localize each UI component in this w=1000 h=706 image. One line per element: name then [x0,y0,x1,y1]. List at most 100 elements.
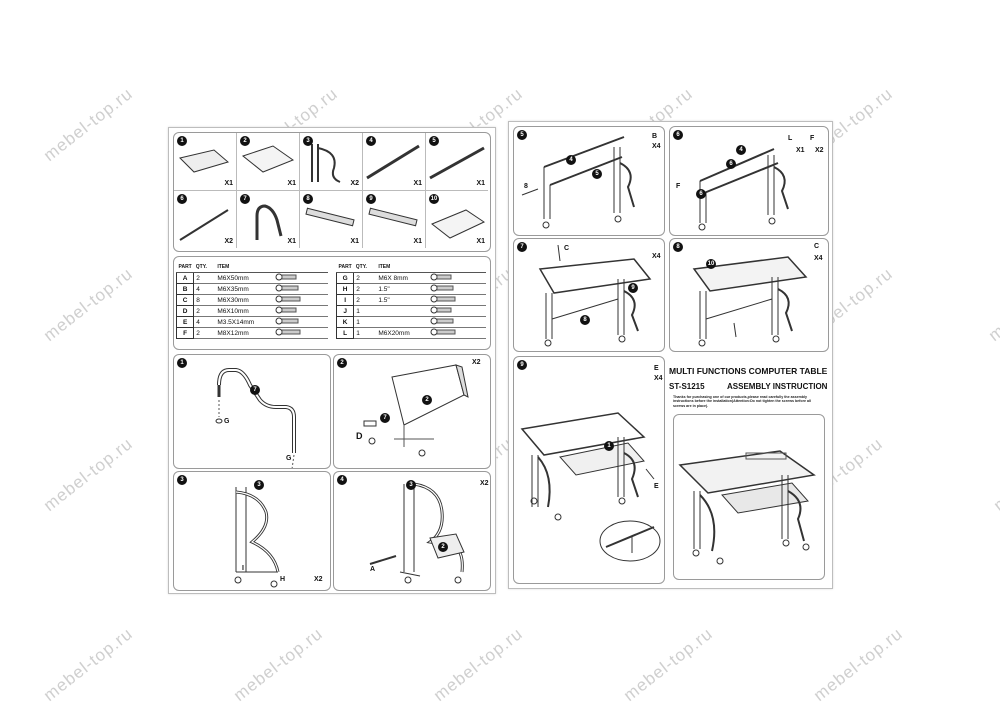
hardware-icon [430,273,452,281]
step-2-panel: 2 X2 2 7 D [333,354,491,469]
step-5-panel: 5 X4 4 5 B 8 [513,126,665,236]
hardware-icon [430,284,454,292]
component-quantity: X1 [287,180,296,187]
step-number: 6 [673,130,683,140]
step-number: 9 [517,360,527,370]
step-1-panel: 1 7 G G [173,354,331,469]
watermark-text: mebel-top.ru [430,623,527,705]
instruction-note: Thanks for purchasing one of our product… [673,395,811,408]
component-number: 7 [240,194,250,204]
part-callout: A [370,566,376,573]
part-code: C [175,294,195,306]
part-item: M3.5X14mm [215,316,274,328]
part-qty: 1 [353,316,377,328]
hardware-icon [430,295,456,303]
part-item: 1.5" [376,283,430,295]
hardware-icon [430,317,454,325]
component-illustration [429,146,485,180]
part-code: A [175,272,195,284]
watermark-text: mebel-top.ru [40,433,137,515]
component-illustration [179,209,229,241]
quantity-label: X2 [472,359,481,366]
quantity-label: X2 [815,147,824,154]
component-quantity: X1 [476,238,485,245]
part-callout: I [242,565,244,572]
part-qty: 4 [193,283,216,295]
part-code: F [175,327,195,339]
component-quantity: X2 [224,238,233,245]
component-number: 3 [303,136,313,146]
step-number: 7 [517,242,527,252]
step-number: 5 [517,130,527,140]
watermark-text: mebel-top.ru [620,623,717,705]
part-code: I [335,294,355,306]
step-8-illustration [692,256,808,347]
part-qty: 2 [353,294,377,306]
step-9-illustration [520,412,661,562]
component-number: 10 [429,194,439,204]
component-illustration [255,204,283,240]
part-code: J [335,305,355,317]
col-header-qty: QTY. [193,261,216,273]
step-5-illustration [521,136,635,229]
step-number: 8 [673,242,683,252]
watermark-text: mebel-top.ru [40,263,137,345]
part-callout: H [280,576,286,583]
instruction-sheet-right: 5 X4 4 5 B 8 6 X1 X2 4 6 [508,121,833,589]
part-qty: 2 [193,305,216,317]
part-callout: B [652,133,658,140]
component-quantity: X1 [413,180,422,187]
component-number: 5 [429,136,439,146]
quantity-label: X4 [654,375,663,382]
component-number: 1 [177,136,187,146]
component-illustration [368,207,418,227]
part-callout: E [654,483,659,490]
step-4-panel: 4 X2 3 2 A [333,471,491,591]
component-illustration [305,207,355,227]
component-illustration [179,149,230,173]
assembled-table-view [673,414,825,580]
step-3-illustration [234,487,280,588]
part-callout: 5 [592,169,602,179]
part-callout: G [286,455,292,462]
component-number: 4 [366,136,376,146]
step-7-panel: 7 X4 C 9 8 [513,238,665,352]
hardware-icon [430,328,456,336]
part-callout: C [814,243,820,250]
quantity-label: X4 [652,253,661,260]
part-item: M6X50mm [215,272,274,284]
col-header-item: ITEM [215,261,274,273]
document-subtitle: ASSEMBLY INSTRUCTION [727,382,827,391]
document-title: MULTI FUNCTIONS COMPUTER TABLE [669,366,827,376]
quantity-label: X1 [796,147,805,154]
part-callout: 3 [406,480,416,490]
col-header-part: PART [176,261,194,273]
component-number: 6 [177,194,187,204]
part-callout: 8 [580,315,590,325]
component-illustration [431,209,486,239]
part-qty: 1 [353,305,377,317]
step-number: 1 [177,358,187,368]
part-callout: 7 [380,413,390,423]
part-item: M6X 8mm [376,272,430,284]
component-quantity: X1 [476,180,485,187]
part-item: M6X10mm [215,305,274,317]
step-number: 4 [337,475,347,485]
step-9-panel: 9 X4 E 1 E [513,356,665,584]
component-number: 2 [240,136,250,146]
part-qty: 2 [353,283,377,295]
